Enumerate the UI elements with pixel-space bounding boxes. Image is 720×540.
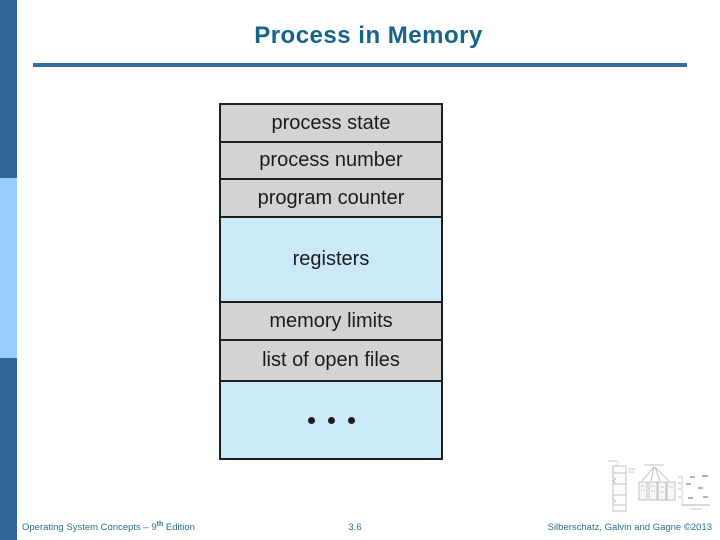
- pcb-row-label: process state: [271, 111, 391, 134]
- pcb-row-label: process number: [259, 149, 403, 171]
- pcb-diagram: process state process number program cou…: [219, 103, 443, 460]
- footer-book-title-text: Operating System Concepts – 9: [22, 522, 157, 533]
- pcb-row-label: memory limits: [269, 309, 393, 332]
- footer-edition-text: Edition: [163, 522, 195, 533]
- title-divider: [33, 63, 687, 67]
- footer-book-title: Operating System Concepts – 9th Edition: [22, 521, 195, 533]
- pcb-row-process-state: process state: [221, 105, 441, 141]
- pcb-row-process-number: process number: [221, 141, 441, 178]
- sidebar-bar-middle: [0, 178, 17, 358]
- pcb-row-label: registers: [292, 248, 370, 270]
- pcb-row-program-counter: program counter: [221, 178, 441, 216]
- footer-edition-superscript: th: [156, 520, 164, 528]
- slide-number: 3.6: [348, 522, 362, 533]
- pcb-row-memory-limits: memory limits: [221, 301, 441, 339]
- pcb-row-label: list of open files: [262, 349, 400, 371]
- pcb-row-list-of-open-files: list of open files: [221, 339, 441, 380]
- ellipsis-dots-icon: [307, 416, 355, 424]
- sidebar-bar-bottom: [0, 358, 17, 540]
- pcb-row-label: program counter: [257, 186, 405, 209]
- pcb-row-registers: registers: [221, 216, 441, 301]
- footer-authors: Silberschatz, Galvin and Gagne ©2013: [547, 522, 712, 533]
- pcb-row-ellipsis: [221, 380, 441, 458]
- slide-thumbnail-graphic: [608, 460, 710, 512]
- page-title: Process in Memory: [254, 22, 483, 49]
- sidebar-bar-top: [0, 0, 17, 178]
